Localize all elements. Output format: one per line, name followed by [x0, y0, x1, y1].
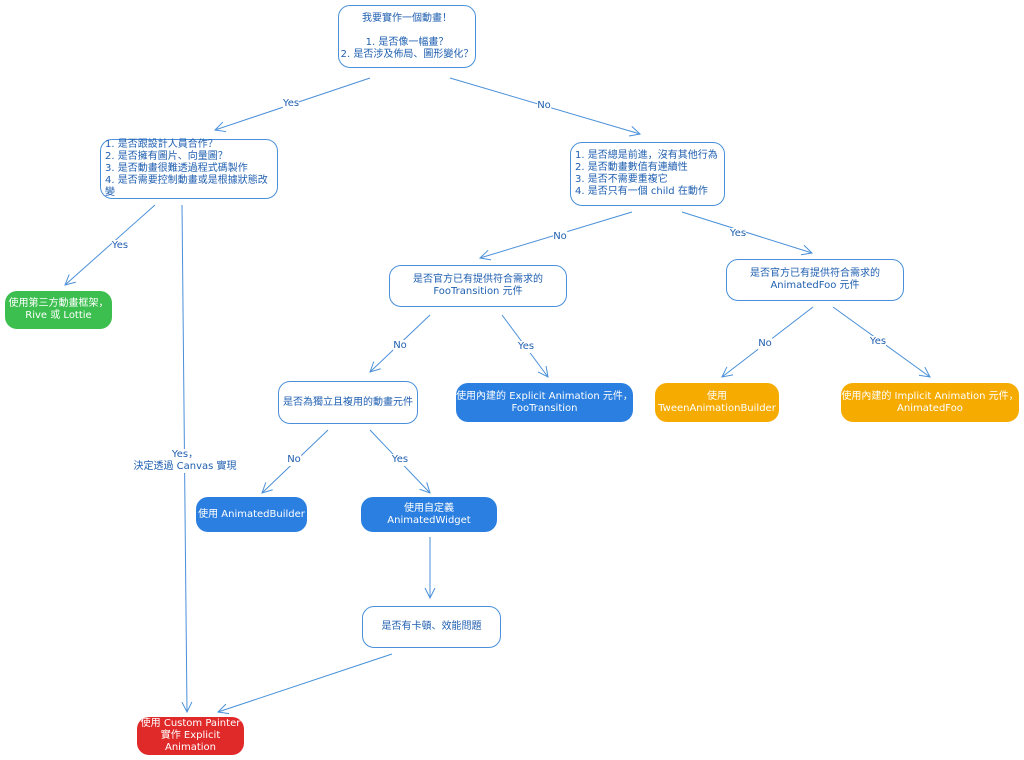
- start-node: 我要實作一個動畫！ 1. 是否像一幅畫？ 2. 是否涉及佈局、圖形變化？: [338, 5, 476, 68]
- edge-label-start-no: No: [537, 100, 551, 112]
- question-forward: 1. 是否總是前進，沒有其他行為 2. 是否動畫數值有連續性 3. 是否不需要重…: [570, 142, 725, 206]
- question-animatedfoo: 是否官方已有提供符合需求的 AnimatedFoo 元件: [726, 259, 904, 301]
- answer-explicit-animation: 使用內建的 Explicit Animation 元件， FooTransiti…: [456, 383, 633, 422]
- edge-label-designer-yes: Yes: [111, 240, 129, 252]
- arrow-forward-yes: [681, 211, 812, 253]
- edge-label-designer-canvas: Yes， 決定透過 Canvas 實現: [133, 449, 237, 473]
- edge-label-foot-yes: Yes: [517, 341, 535, 353]
- arrow-designer-yes: [65, 204, 156, 285]
- arrow-jank-painter: [218, 653, 393, 712]
- edge-label-reuse-no: No: [287, 454, 301, 466]
- edge-label-start-yes: Yes: [282, 98, 300, 110]
- question-designer: 1. 是否跟設計人員合作？ 2. 是否擁有圖片、向量圖？ 3. 是否動畫很難透過…: [100, 139, 278, 199]
- answer-animated-builder: 使用 AnimatedBuilder: [196, 497, 307, 532]
- question-reusable: 是否為獨立且複用的動畫元件: [278, 381, 418, 424]
- edge-label-forward-no: No: [553, 231, 567, 243]
- answer-rive-lottie: 使用第三方動畫框架， Rive 或 Lottie: [5, 291, 112, 329]
- answer-tween-animation-builder: 使用 TweenAnimationBuilder: [655, 383, 779, 422]
- answer-animated-widget: 使用自定義 AnimatedWidget: [361, 497, 497, 532]
- question-jank: 是否有卡頓、效能問題: [362, 606, 501, 648]
- edge-label-reuse-yes: Yes: [391, 454, 409, 466]
- answer-implicit-animation: 使用內建的 Implicit Animation 元件， AnimatedFoo: [841, 383, 1019, 422]
- edge-label-afoo-no: No: [758, 338, 772, 350]
- edge-label-forward-yes: Yes: [729, 228, 747, 240]
- edge-label-afoo-yes: Yes: [869, 336, 887, 348]
- answer-custom-painter: 使用 Custom Painter 實作 Explicit Animation: [137, 717, 244, 755]
- question-footransition: 是否官方已有提供符合需求的 FooTransition 元件: [389, 265, 567, 307]
- edge-label-foot-no: No: [393, 340, 407, 352]
